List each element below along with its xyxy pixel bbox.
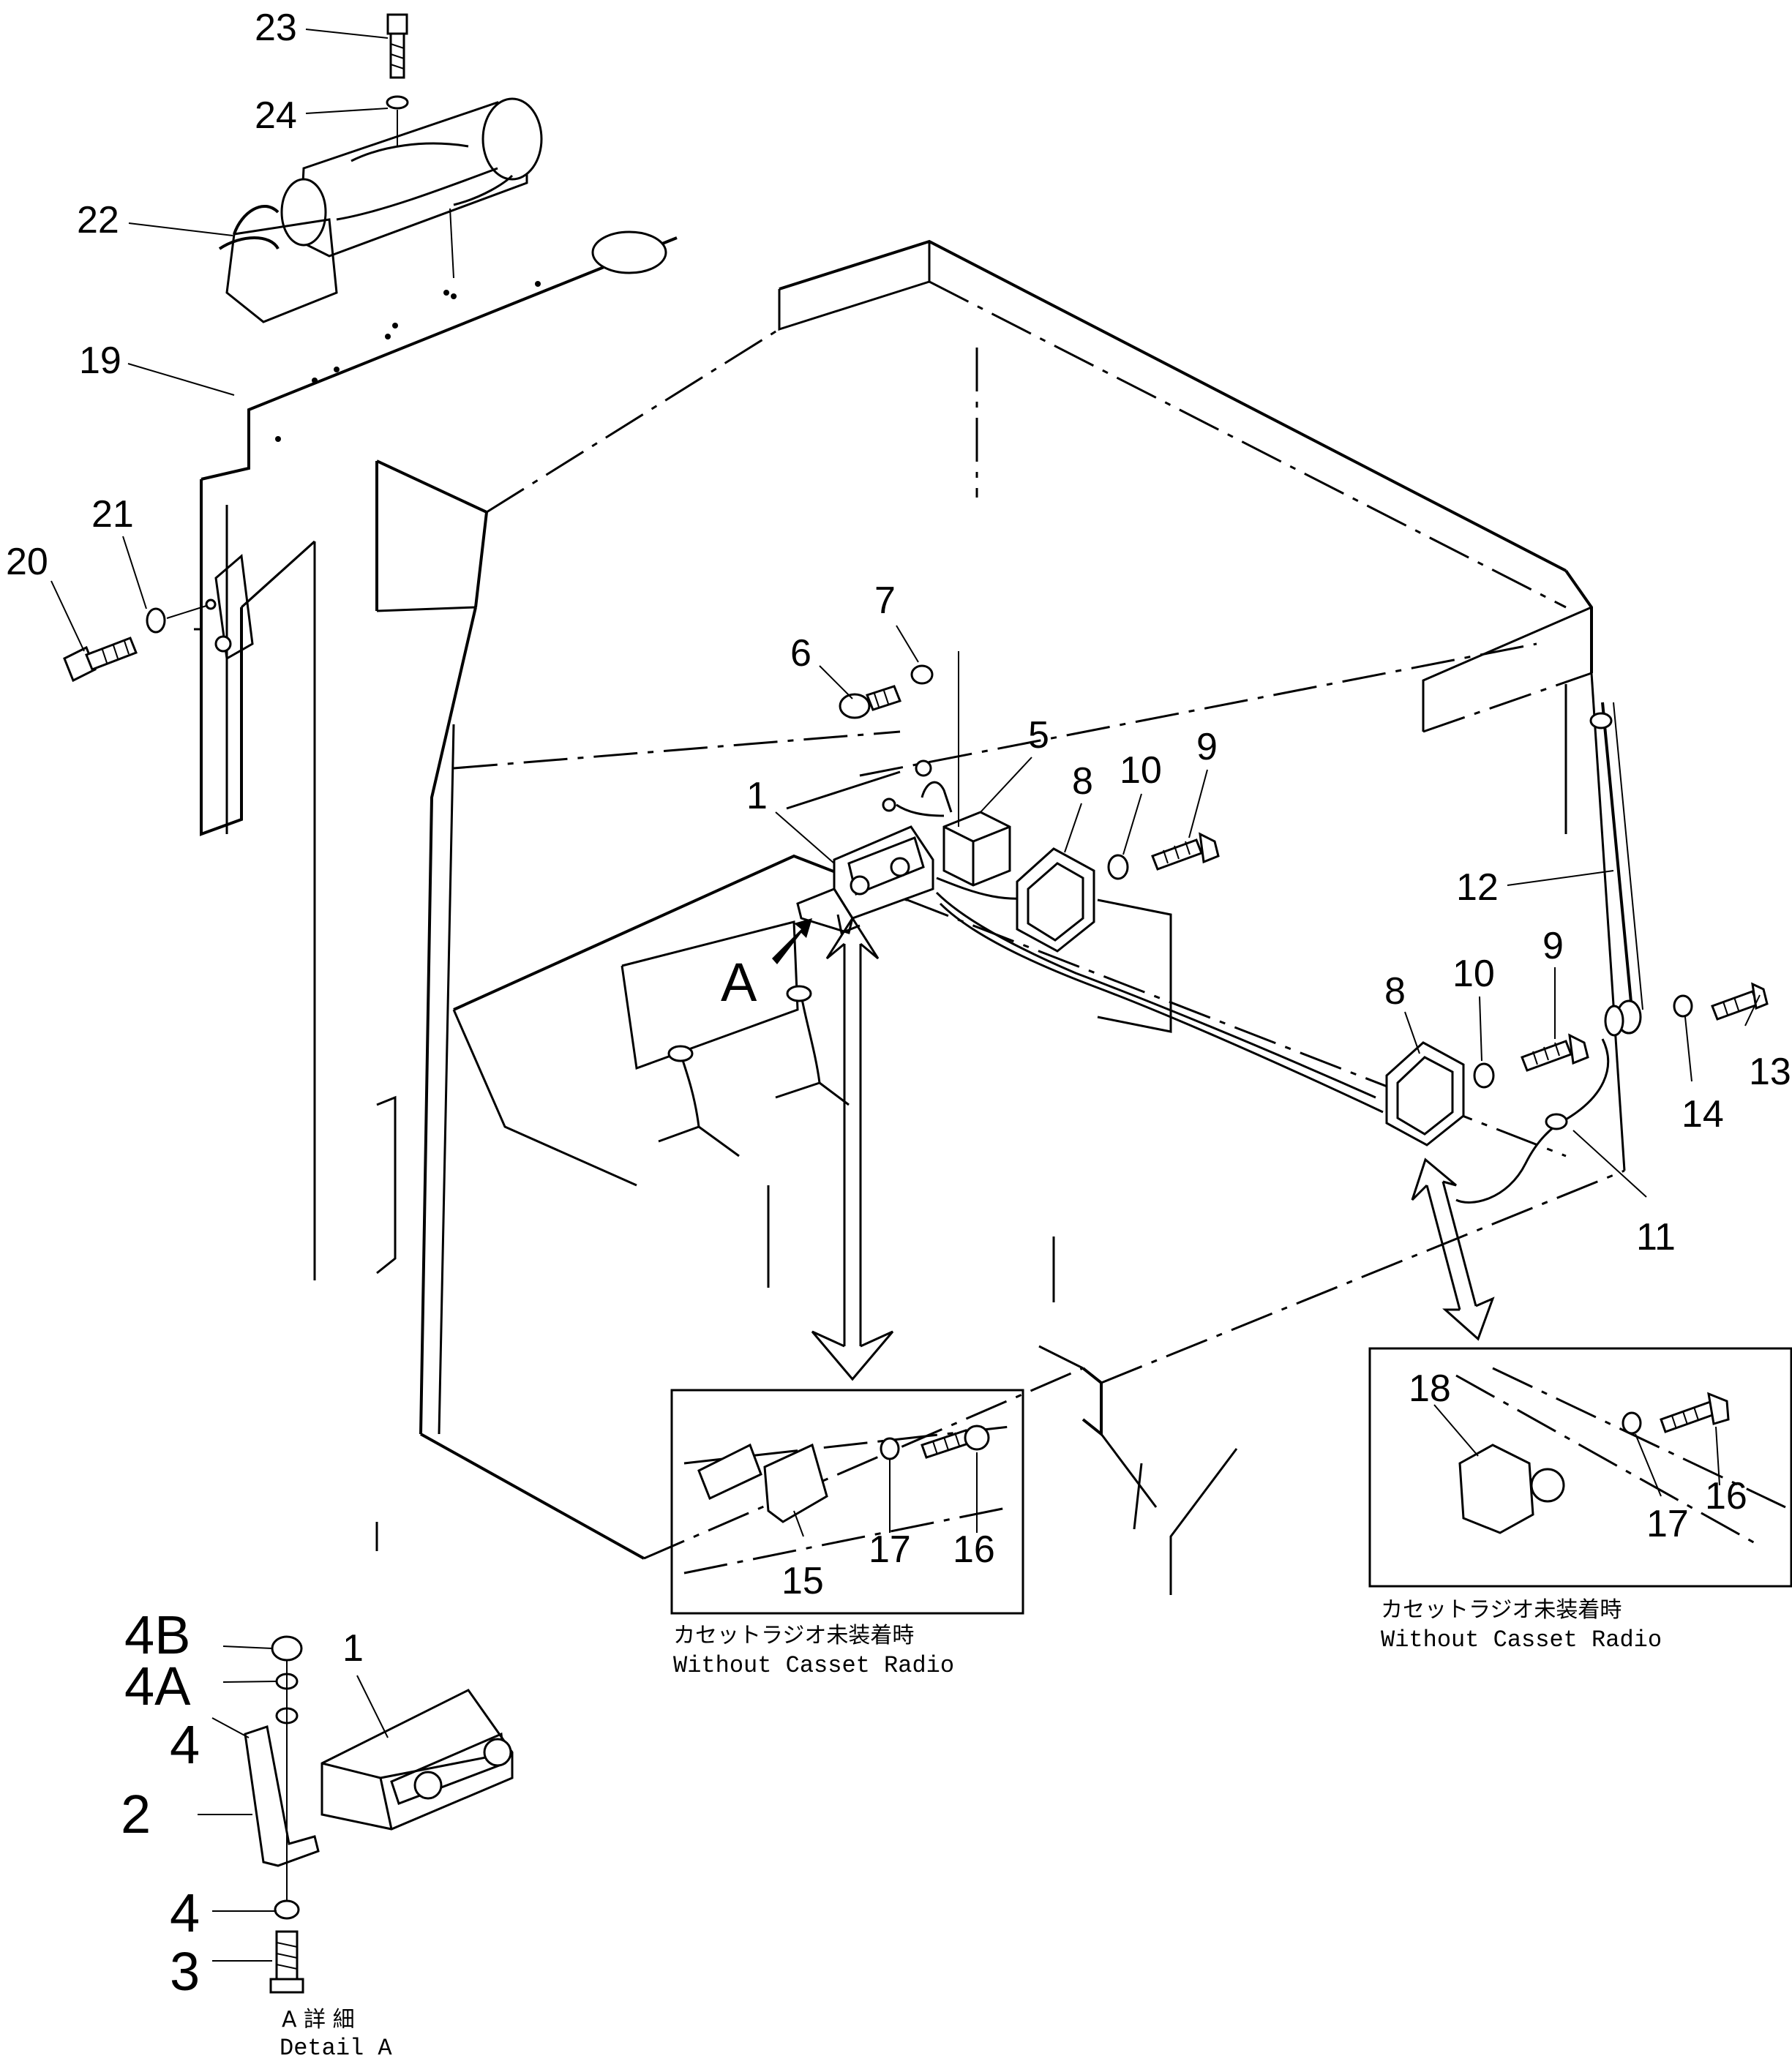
caption-detail-jp: A 詳 細: [282, 2007, 355, 2033]
cab-body: [240, 239, 1626, 1595]
callout-5: 5: [1028, 714, 1049, 757]
callout-4-lower: 4: [170, 1883, 200, 1943]
roof-panel: [194, 230, 678, 836]
callout-17-left: 17: [869, 1528, 911, 1571]
radio-assembly: [772, 651, 1769, 1204]
callout-4B: 4B: [124, 1605, 191, 1665]
callout-6: 6: [790, 632, 811, 675]
callout-16-right: 16: [1705, 1475, 1747, 1517]
control-levers: [658, 985, 850, 1157]
inset-arrows: [811, 916, 1495, 1381]
callout-16-left: 16: [953, 1528, 995, 1571]
callout-15: 15: [781, 1560, 824, 1602]
callout-1-detail: 1: [342, 1627, 364, 1670]
callout-12: 12: [1456, 866, 1499, 909]
callout-3: 3: [170, 1941, 200, 2002]
callout-1: 1: [746, 775, 768, 817]
callout-9-upper: 9: [1196, 726, 1218, 768]
bolt-20: [63, 598, 217, 683]
caption-right-jp: カセットラジオ未装着時: [1381, 1597, 1622, 1623]
callout-18: 18: [1409, 1367, 1451, 1410]
callout-8-upper: 8: [1072, 760, 1093, 803]
detail-a: [244, 1635, 514, 1994]
captions: カセットラジオ未装着時 Without Casset Radio カセットラジオ…: [280, 1597, 1662, 2062]
callout-4A: 4A: [124, 1656, 191, 1716]
callout-4-upper: 4: [170, 1714, 200, 1775]
callout-24: 24: [255, 94, 297, 137]
inset-left: [670, 1389, 1024, 1615]
caption-left-jp: カセットラジオ未装着時: [673, 1623, 914, 1648]
callout-20: 20: [6, 541, 48, 583]
leader-lines: [50, 29, 1761, 1962]
callout-22: 22: [77, 199, 119, 241]
fire-extinguisher: [218, 97, 543, 323]
callout-19: 19: [79, 339, 121, 382]
callout-10-upper: 10: [1120, 749, 1162, 792]
callout-8-lower: 8: [1384, 970, 1406, 1013]
callout-23: 23: [255, 7, 297, 49]
caption-right-en: Without Casset Radio: [1381, 1626, 1662, 1654]
callout-10-lower: 10: [1452, 953, 1495, 995]
callout-9-lower: 9: [1542, 925, 1564, 967]
callout-13: 13: [1749, 1051, 1791, 1093]
callout-17-right: 17: [1646, 1503, 1689, 1545]
callout-21: 21: [91, 493, 134, 536]
inset-right: [1368, 1347, 1792, 1588]
caption-left-en: Without Casset Radio: [673, 1652, 954, 1679]
callout-2: 2: [121, 1784, 151, 1845]
callout-labels: 23 24 22 19 21 20 7 6 5 1 8 10 9 12 8 10…: [6, 7, 1791, 2002]
bolt-23: [386, 13, 409, 146]
callout-11: 11: [1636, 1216, 1676, 1258]
caption-detail-en: Detail A: [280, 2035, 392, 2060]
callout-A: A: [721, 952, 757, 1013]
callout-7: 7: [874, 579, 896, 622]
callout-14: 14: [1682, 1093, 1724, 1136]
